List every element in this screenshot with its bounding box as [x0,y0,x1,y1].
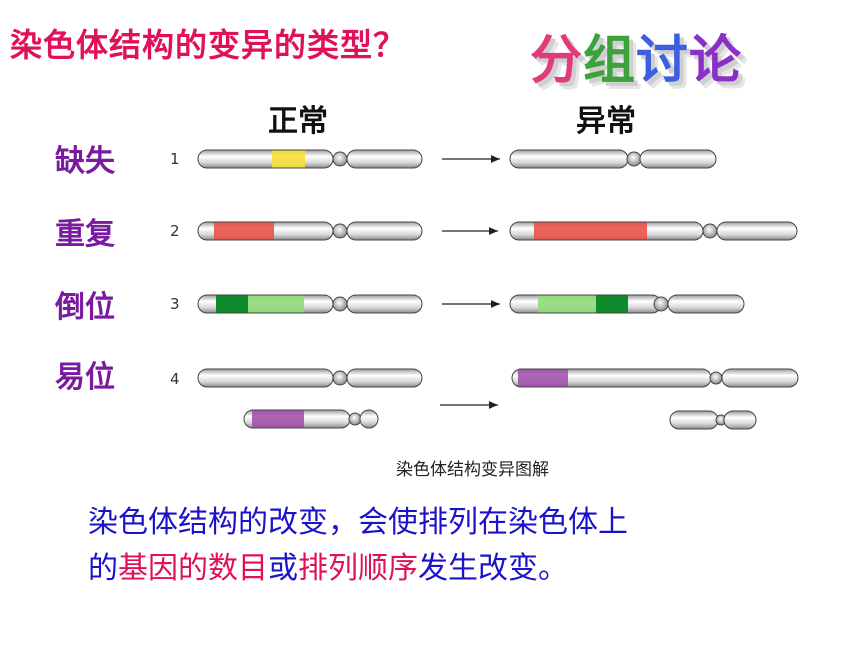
highlight-gene-number: 基因的数目 [118,551,268,586]
wordart-char-2: 组 [583,31,637,91]
row-label-inversion: 倒位 [55,290,115,325]
chromosome-normal-3 [197,294,423,314]
chromosome-abnormal-4-large [511,368,799,388]
wordart-char-1: 分 [530,31,584,91]
chromosome-abnormal-2 [509,221,798,241]
column-header-normal: 正常 [268,104,328,139]
summary-text: 染色体结构的改变，会使排列在染色体上 的基因的数目或排列顺序发生改变。 [88,500,628,592]
row-label-translocation: 易位 [55,360,115,395]
row-number-1: 1 [170,150,180,168]
chromosome-normal-2 [197,221,423,241]
summary-part-2: 或 [268,551,298,586]
wordart-char-3: 讨 [636,31,690,91]
chromosome-normal-4-large [197,368,423,388]
chromosome-abnormal-4-small [669,410,757,430]
highlight-gene-order: 排列顺序 [298,551,418,586]
row-number-4: 4 [170,370,180,388]
group-discussion-wordart: 分组讨论 [530,18,742,93]
summary-part-1: 的 [88,551,118,586]
summary-line-2: 的基因的数目或排列顺序发生改变。 [88,546,628,592]
slide-title: 染色体结构的变异的类型？ [10,26,407,64]
row-number-3: 3 [170,295,180,313]
summary-line-1: 染色体结构的改变，会使排列在染色体上 [88,505,628,540]
row-label-deletion: 缺失 [55,144,115,179]
summary-part-3: 发生改变。 [418,551,568,586]
chromosome-normal-4-small [243,409,379,429]
row-number-2: 2 [170,222,180,240]
chromosome-abnormal-3 [509,294,745,314]
wordart-char-4: 论 [689,31,743,91]
row-label-duplication: 重复 [55,217,115,252]
column-header-abnormal: 异常 [576,104,636,139]
chromosome-abnormal-1 [509,149,717,169]
chromosome-normal-1 [197,149,423,169]
diagram-caption: 染色体结构变异图解 [396,460,549,480]
